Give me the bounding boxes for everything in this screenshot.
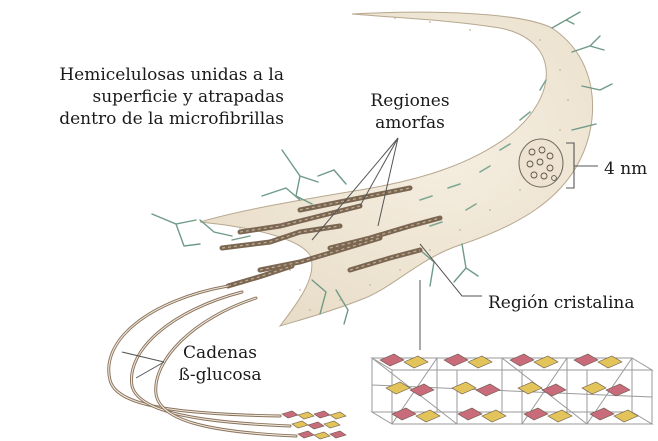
chains-label-line-2: ß-glucosa	[168, 364, 272, 386]
cross-section	[519, 139, 563, 187]
amorphous-regions-label: Regiones amorfas	[362, 90, 458, 134]
hemicellulose-label-line-1: Hemicelulosas unidas a la	[4, 64, 284, 86]
hemicellulose-label-line-3: dentro de la microfibrillas	[4, 108, 284, 130]
amorphous-label-line-1: Regiones	[362, 90, 458, 112]
crystalline-lattice	[372, 354, 652, 424]
diameter-label: 4 nm	[604, 158, 647, 180]
hemicellulose-label-line-2: superficie y atrapadas	[4, 86, 284, 108]
chains-label-line-1: Cadenas	[168, 342, 272, 364]
glucose-chains-label: Cadenas ß-glucosa	[168, 342, 272, 386]
hemicellulose-label: Hemicelulosas unidas a la superficie y a…	[4, 64, 284, 130]
crystalline-region-label: Región cristalina	[488, 292, 635, 314]
amorphous-label-line-2: amorfas	[362, 112, 458, 134]
